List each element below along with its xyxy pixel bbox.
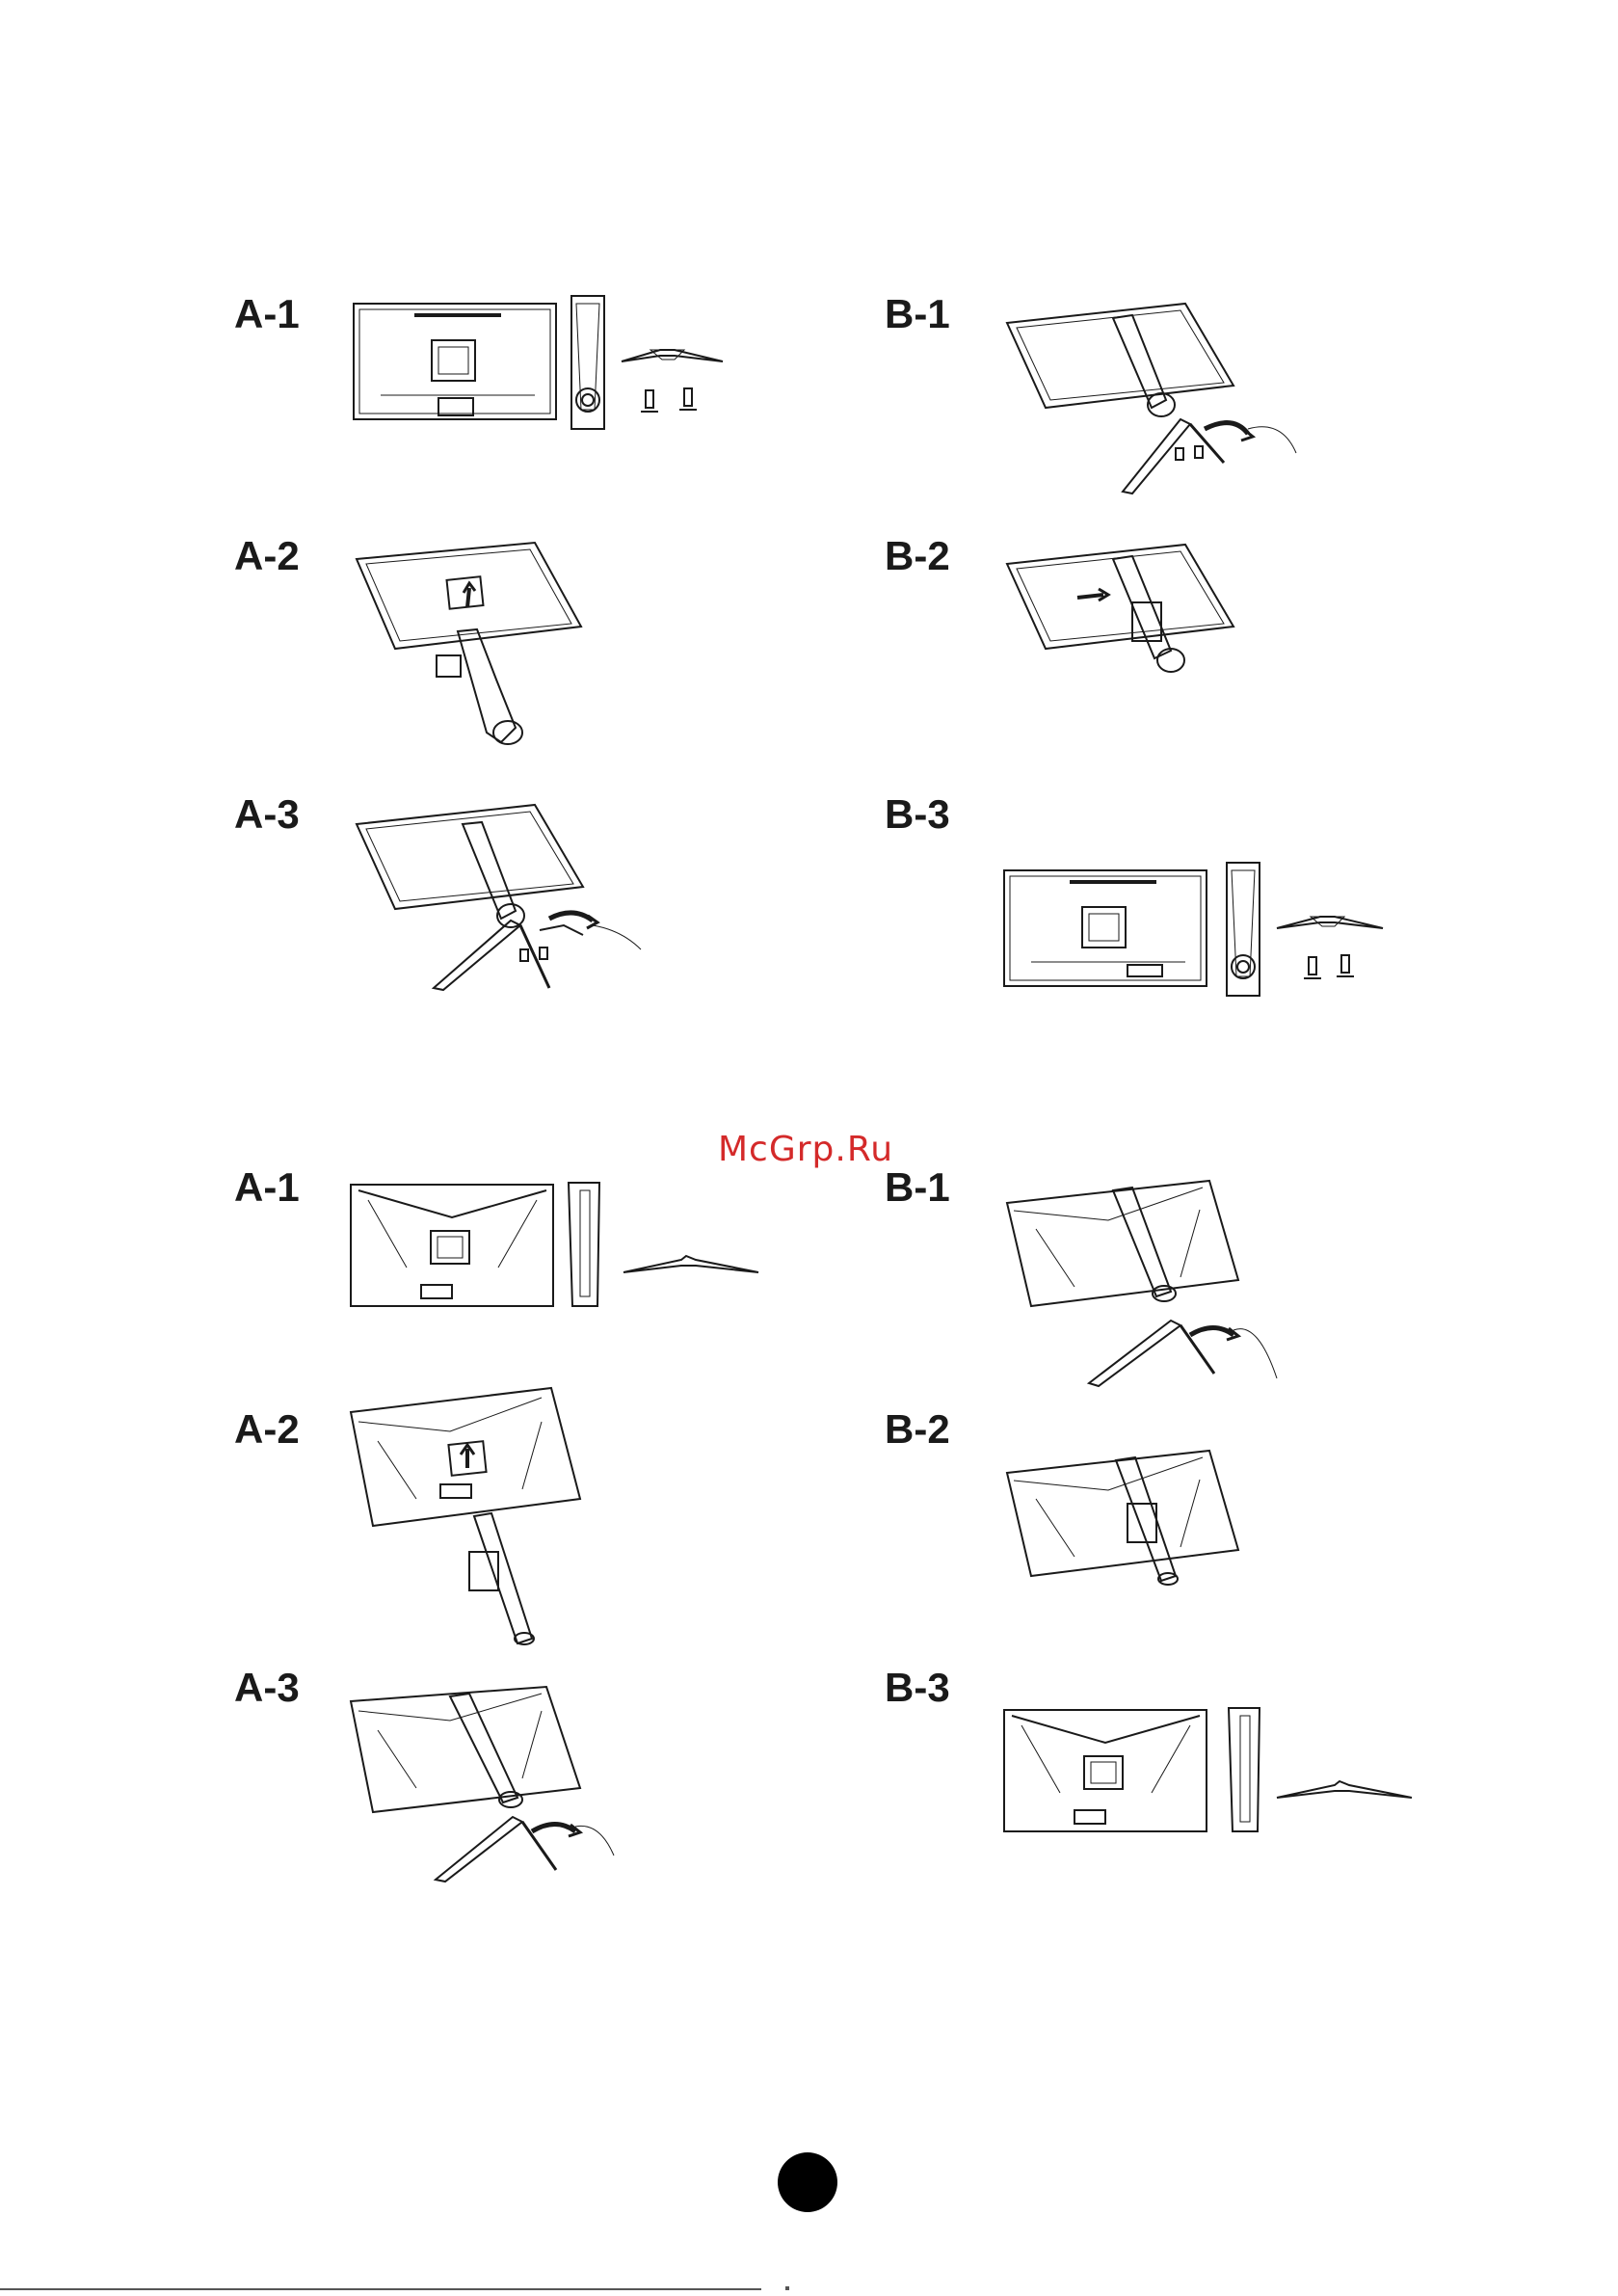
illustration-a1-top — [352, 294, 728, 439]
watermark: McGrp.Ru — [718, 1130, 893, 1169]
illustration-b1-top — [1002, 294, 1301, 496]
step-label-b3-bottom: B-3 — [885, 1665, 950, 1711]
illustration-b2-top — [1002, 535, 1253, 689]
step-label-b1-top: B-1 — [885, 291, 950, 337]
step-label-a3-top: A-3 — [234, 791, 300, 838]
step-label-a3-bottom: A-3 — [234, 1665, 300, 1711]
bottom-mark — [785, 2286, 789, 2290]
illustration-a3-bottom — [349, 1682, 619, 1884]
page-number-dot — [778, 2152, 837, 2212]
step-label-a2-bottom: A-2 — [234, 1406, 300, 1453]
illustration-b3-bottom — [1002, 1706, 1417, 1836]
illustration-a2-top — [352, 535, 602, 757]
illustration-a1-bottom — [349, 1181, 763, 1311]
step-label-b1-bottom: B-1 — [885, 1164, 950, 1211]
illustration-b3-top — [1002, 861, 1388, 1005]
illustration-a2-bottom — [349, 1383, 590, 1648]
step-label-a2-top: A-2 — [234, 533, 300, 579]
illustration-a3-top — [352, 795, 650, 988]
illustration-b1-bottom — [1002, 1176, 1282, 1388]
bottom-rule — [0, 2288, 761, 2290]
step-label-a1-bottom: A-1 — [234, 1164, 300, 1211]
step-label-b3-top: B-3 — [885, 791, 950, 838]
step-label-b2-top: B-2 — [885, 533, 950, 579]
illustration-b2-bottom — [1002, 1446, 1253, 1586]
step-label-a1-top: A-1 — [234, 291, 300, 337]
step-label-b2-bottom: B-2 — [885, 1406, 950, 1453]
